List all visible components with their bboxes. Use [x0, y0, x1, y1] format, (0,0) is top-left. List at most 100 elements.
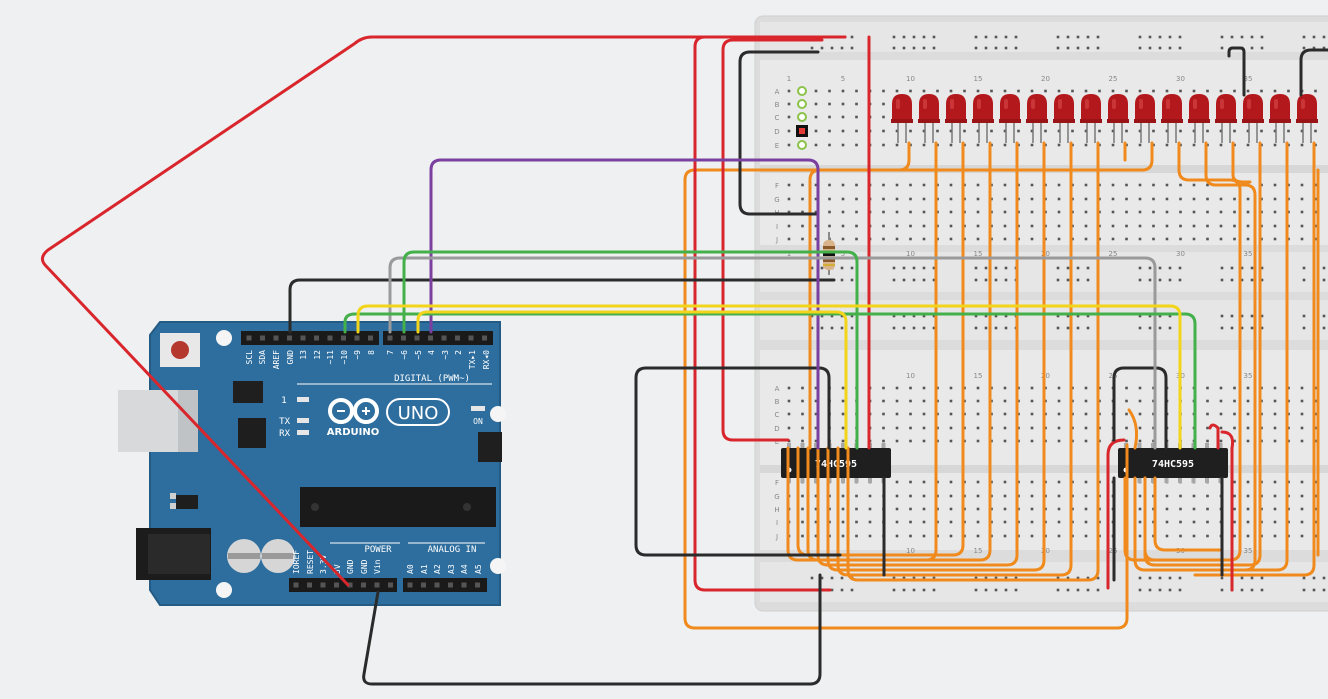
rail-hole[interactable] — [850, 266, 854, 270]
header-pin[interactable] — [320, 582, 326, 588]
breadboard-hole[interactable] — [1071, 129, 1074, 133]
breadboard-hole[interactable] — [1111, 89, 1115, 93]
breadboard-hole[interactable] — [922, 386, 926, 390]
rail-hole[interactable] — [1302, 326, 1306, 330]
breadboard-hole[interactable] — [1084, 237, 1088, 241]
rail-hole[interactable] — [1260, 278, 1264, 282]
breadboard-hole[interactable] — [1179, 534, 1182, 538]
breadboard-hole[interactable] — [1084, 494, 1088, 498]
breadboard-hole[interactable] — [814, 237, 818, 241]
breadboard-hole[interactable] — [841, 386, 845, 390]
rail-hole[interactable] — [1056, 266, 1060, 270]
breadboard-hole[interactable] — [976, 129, 980, 133]
rail-hole[interactable] — [1096, 576, 1100, 580]
breadboard-hole[interactable] — [909, 197, 912, 201]
breadboard-hole[interactable] — [841, 115, 845, 119]
breadboard-hole[interactable] — [787, 89, 791, 93]
breadboard-hole[interactable] — [1219, 143, 1223, 147]
rail-hole[interactable] — [1178, 576, 1182, 580]
breadboard-hole[interactable] — [1246, 224, 1250, 228]
breadboard-hole[interactable] — [1179, 224, 1182, 228]
breadboard-hole[interactable] — [1219, 210, 1223, 214]
breadboard-hole[interactable] — [1273, 224, 1277, 228]
rail-hole[interactable] — [1138, 278, 1142, 282]
header-pin[interactable] — [407, 582, 413, 588]
breadboard-hole[interactable] — [1084, 412, 1088, 416]
breadboard-hole[interactable] — [909, 237, 912, 241]
breadboard-hole[interactable] — [855, 237, 858, 241]
breadboard-hole[interactable] — [909, 129, 912, 133]
breadboard-hole[interactable] — [1003, 412, 1007, 416]
rail-hole[interactable] — [1148, 266, 1152, 270]
breadboard-hole[interactable] — [976, 480, 980, 484]
breadboard-hole[interactable] — [882, 115, 885, 119]
breadboard-hole[interactable] — [1219, 399, 1223, 403]
breadboard-hole[interactable] — [976, 143, 980, 147]
breadboard-hole[interactable] — [1233, 439, 1236, 443]
breadboard-hole[interactable] — [1165, 210, 1169, 214]
breadboard-hole[interactable] — [1084, 210, 1088, 214]
breadboard-hole[interactable] — [1138, 89, 1142, 93]
breadboard-hole[interactable] — [1300, 426, 1304, 430]
breadboard-hole[interactable] — [1246, 399, 1250, 403]
rail-hole[interactable] — [932, 35, 936, 39]
breadboard-hole[interactable] — [1003, 534, 1007, 538]
rail-hole[interactable] — [1260, 326, 1264, 330]
breadboard-hole[interactable] — [1152, 129, 1155, 133]
rail-hole[interactable] — [1096, 46, 1100, 50]
rail-hole[interactable] — [1302, 278, 1306, 282]
rail-hole[interactable] — [1260, 266, 1264, 270]
rail-hole[interactable] — [974, 266, 978, 270]
breadboard-hole[interactable] — [976, 494, 980, 498]
rail-hole[interactable] — [1250, 588, 1254, 592]
rail-hole[interactable] — [892, 314, 896, 318]
rail-hole[interactable] — [1004, 278, 1008, 282]
breadboard-hole[interactable] — [1300, 386, 1304, 390]
breadboard-hole[interactable] — [855, 197, 858, 201]
rail-hole[interactable] — [1148, 46, 1152, 50]
led-red[interactable] — [1161, 94, 1183, 143]
breadboard-hole[interactable] — [976, 412, 980, 416]
breadboard-hole[interactable] — [1273, 143, 1277, 147]
breadboard-hole[interactable] — [828, 102, 831, 106]
breadboard-hole[interactable] — [1300, 494, 1304, 498]
rail-hole[interactable] — [830, 314, 834, 318]
rail-hole[interactable] — [1014, 576, 1018, 580]
rail-hole[interactable] — [922, 46, 926, 50]
breadboard-hole[interactable] — [841, 426, 845, 430]
rail-hole[interactable] — [830, 326, 834, 330]
rail-hole[interactable] — [1138, 314, 1142, 318]
breadboard-hole[interactable] — [895, 439, 899, 443]
breadboard-hole[interactable] — [882, 143, 885, 147]
breadboard-hole[interactable] — [841, 143, 845, 147]
rail-hole[interactable] — [1138, 266, 1142, 270]
rail-hole[interactable] — [1250, 278, 1254, 282]
rail-hole[interactable] — [1056, 326, 1060, 330]
rail-hole[interactable] — [1066, 588, 1070, 592]
rail-hole[interactable] — [912, 35, 916, 39]
breadboard-hole[interactable] — [828, 115, 831, 119]
breadboard-hole[interactable] — [1300, 143, 1304, 147]
breadboard-hole[interactable] — [841, 399, 845, 403]
header-pin[interactable] — [401, 335, 406, 341]
breadboard-hole[interactable] — [814, 183, 818, 187]
breadboard-hole[interactable] — [1030, 210, 1034, 214]
breadboard-hole[interactable] — [1084, 129, 1088, 133]
dip-switch[interactable] — [796, 86, 808, 150]
rail-hole[interactable] — [1322, 326, 1326, 330]
breadboard-hole[interactable] — [909, 520, 912, 524]
rail-hole[interactable] — [892, 46, 896, 50]
breadboard-hole[interactable] — [895, 480, 899, 484]
breadboard-hole[interactable] — [841, 183, 845, 187]
rail-hole[interactable] — [1168, 46, 1172, 50]
led-red[interactable] — [1053, 94, 1075, 143]
rail-hole[interactable] — [1168, 278, 1172, 282]
breadboard-hole[interactable] — [909, 399, 912, 403]
rail-hole[interactable] — [1220, 278, 1224, 282]
breadboard-hole[interactable] — [1260, 129, 1263, 133]
breadboard-hole[interactable] — [787, 143, 791, 147]
breadboard-hole[interactable] — [1125, 237, 1128, 241]
breadboard-hole[interactable] — [976, 210, 980, 214]
breadboard-hole[interactable] — [1152, 237, 1155, 241]
breadboard-hole[interactable] — [1111, 224, 1115, 228]
